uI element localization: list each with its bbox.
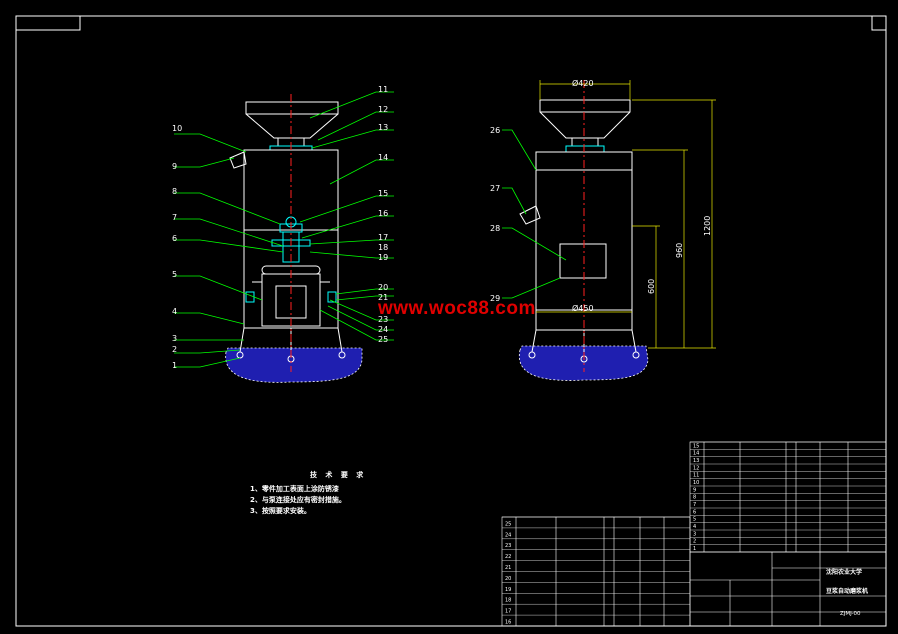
corner-mark bbox=[871, 15, 887, 31]
label-24: 24 bbox=[378, 325, 388, 334]
label-7: 7 bbox=[172, 213, 177, 222]
label-13: 13 bbox=[378, 123, 388, 132]
table-row-number: 16 bbox=[505, 620, 511, 626]
front-view bbox=[174, 91, 394, 383]
table-row-number: 20 bbox=[505, 576, 511, 582]
table-row-number: 17 bbox=[505, 609, 511, 615]
sheet-border bbox=[15, 15, 887, 627]
label-16: 16 bbox=[378, 209, 388, 218]
dim-960: 960 bbox=[675, 243, 684, 258]
floor-base bbox=[225, 347, 363, 383]
table-row-number: 21 bbox=[505, 565, 511, 571]
table-row-number: 15 bbox=[693, 443, 699, 449]
table-row-number: 1 bbox=[693, 546, 696, 552]
dim-base-diameter: Ø450 bbox=[572, 303, 594, 313]
label-8: 8 bbox=[172, 187, 177, 196]
label-23: 23 bbox=[378, 315, 388, 324]
table-row-number: 12 bbox=[693, 465, 699, 471]
label-17: 17 bbox=[378, 233, 388, 242]
watermark: www.woc88.com bbox=[378, 298, 536, 319]
table-row-number: 2 bbox=[693, 539, 696, 545]
label-6: 6 bbox=[172, 234, 177, 243]
label-1: 1 bbox=[172, 361, 177, 370]
table-row-number: 10 bbox=[693, 480, 699, 486]
label-18: 18 bbox=[378, 243, 388, 252]
title-block-text: 沈阳农业大学 豆浆自动磨浆机 ZJMJ-00 bbox=[826, 568, 868, 617]
tech-req-item-3: 3、按照要求安装。 bbox=[250, 507, 311, 515]
school-name: 沈阳农业大学 bbox=[826, 568, 862, 576]
table-row-number: 23 bbox=[505, 543, 511, 549]
side-hopper bbox=[539, 99, 631, 139]
label-20: 20 bbox=[378, 283, 388, 292]
tech-req-item-1: 1、零件加工表面上涂防锈漆 bbox=[250, 485, 339, 493]
front-labels: 10 9 8 7 6 5 4 3 2 1 11 12 13 14 15 16 1… bbox=[172, 85, 388, 370]
label-10: 10 bbox=[172, 124, 182, 133]
label-15: 15 bbox=[378, 189, 388, 198]
table-row-number: 25 bbox=[505, 521, 511, 527]
label-3: 3 bbox=[172, 334, 177, 343]
label-21: 21 bbox=[378, 293, 388, 302]
dim-600: 600 bbox=[647, 279, 656, 294]
technical-requirements: 技 术 要 求 1、零件加工表面上涂防锈漆 2、与泵连接处应有密封措施。 3、按… bbox=[250, 470, 366, 517]
label-14: 14 bbox=[378, 153, 388, 162]
label-19: 19 bbox=[378, 253, 388, 262]
table-row-number: 11 bbox=[693, 473, 699, 479]
side-view bbox=[502, 80, 716, 381]
hopper bbox=[245, 101, 339, 139]
table-row-number: 3 bbox=[693, 531, 696, 537]
table-row-number: 13 bbox=[693, 458, 699, 464]
table-row-number: 8 bbox=[693, 495, 696, 501]
table-row-number: 4 bbox=[693, 524, 696, 530]
label-25: 25 bbox=[378, 335, 388, 344]
label-29: 29 bbox=[490, 294, 500, 303]
table-row-number: 18 bbox=[505, 598, 511, 604]
tech-req-title: 技 术 要 求 bbox=[310, 471, 367, 479]
label-5: 5 bbox=[172, 270, 177, 279]
drawing-name: 豆浆自动磨浆机 bbox=[826, 587, 868, 595]
table-row-number: 14 bbox=[693, 451, 699, 457]
table-rows bbox=[502, 441, 886, 616]
label-11: 11 bbox=[378, 85, 388, 94]
table-row-number: 22 bbox=[505, 554, 511, 560]
table-row-number: 9 bbox=[693, 487, 696, 493]
label-4: 4 bbox=[172, 307, 177, 316]
drawing-number: ZJMJ-00 bbox=[840, 611, 861, 617]
label-12: 12 bbox=[378, 105, 388, 114]
table-row-number: 6 bbox=[693, 509, 696, 515]
dim-top-diameter: Ø420 bbox=[572, 78, 594, 88]
label-27: 27 bbox=[490, 184, 500, 193]
label-26: 26 bbox=[490, 126, 500, 135]
table-row-number: 5 bbox=[693, 517, 696, 523]
label-2: 2 bbox=[172, 345, 177, 354]
table-row-number: 19 bbox=[505, 587, 511, 593]
tech-req-item-2: 2、与泵连接处应有密封措施。 bbox=[250, 496, 346, 504]
side-labels: Ø420 Ø450 26 27 28 29 1200 960 600 bbox=[490, 78, 712, 313]
table-row-number: 7 bbox=[693, 502, 696, 508]
corner-code-box bbox=[15, 15, 81, 31]
label-28: 28 bbox=[490, 224, 500, 233]
table-row-number: 24 bbox=[505, 532, 511, 538]
dim-1200: 1200 bbox=[703, 216, 712, 236]
side-access-panel bbox=[559, 243, 607, 279]
table-row-numbers: 2524232221201918171615141312111098765432… bbox=[505, 443, 699, 625]
label-9: 9 bbox=[172, 162, 177, 171]
